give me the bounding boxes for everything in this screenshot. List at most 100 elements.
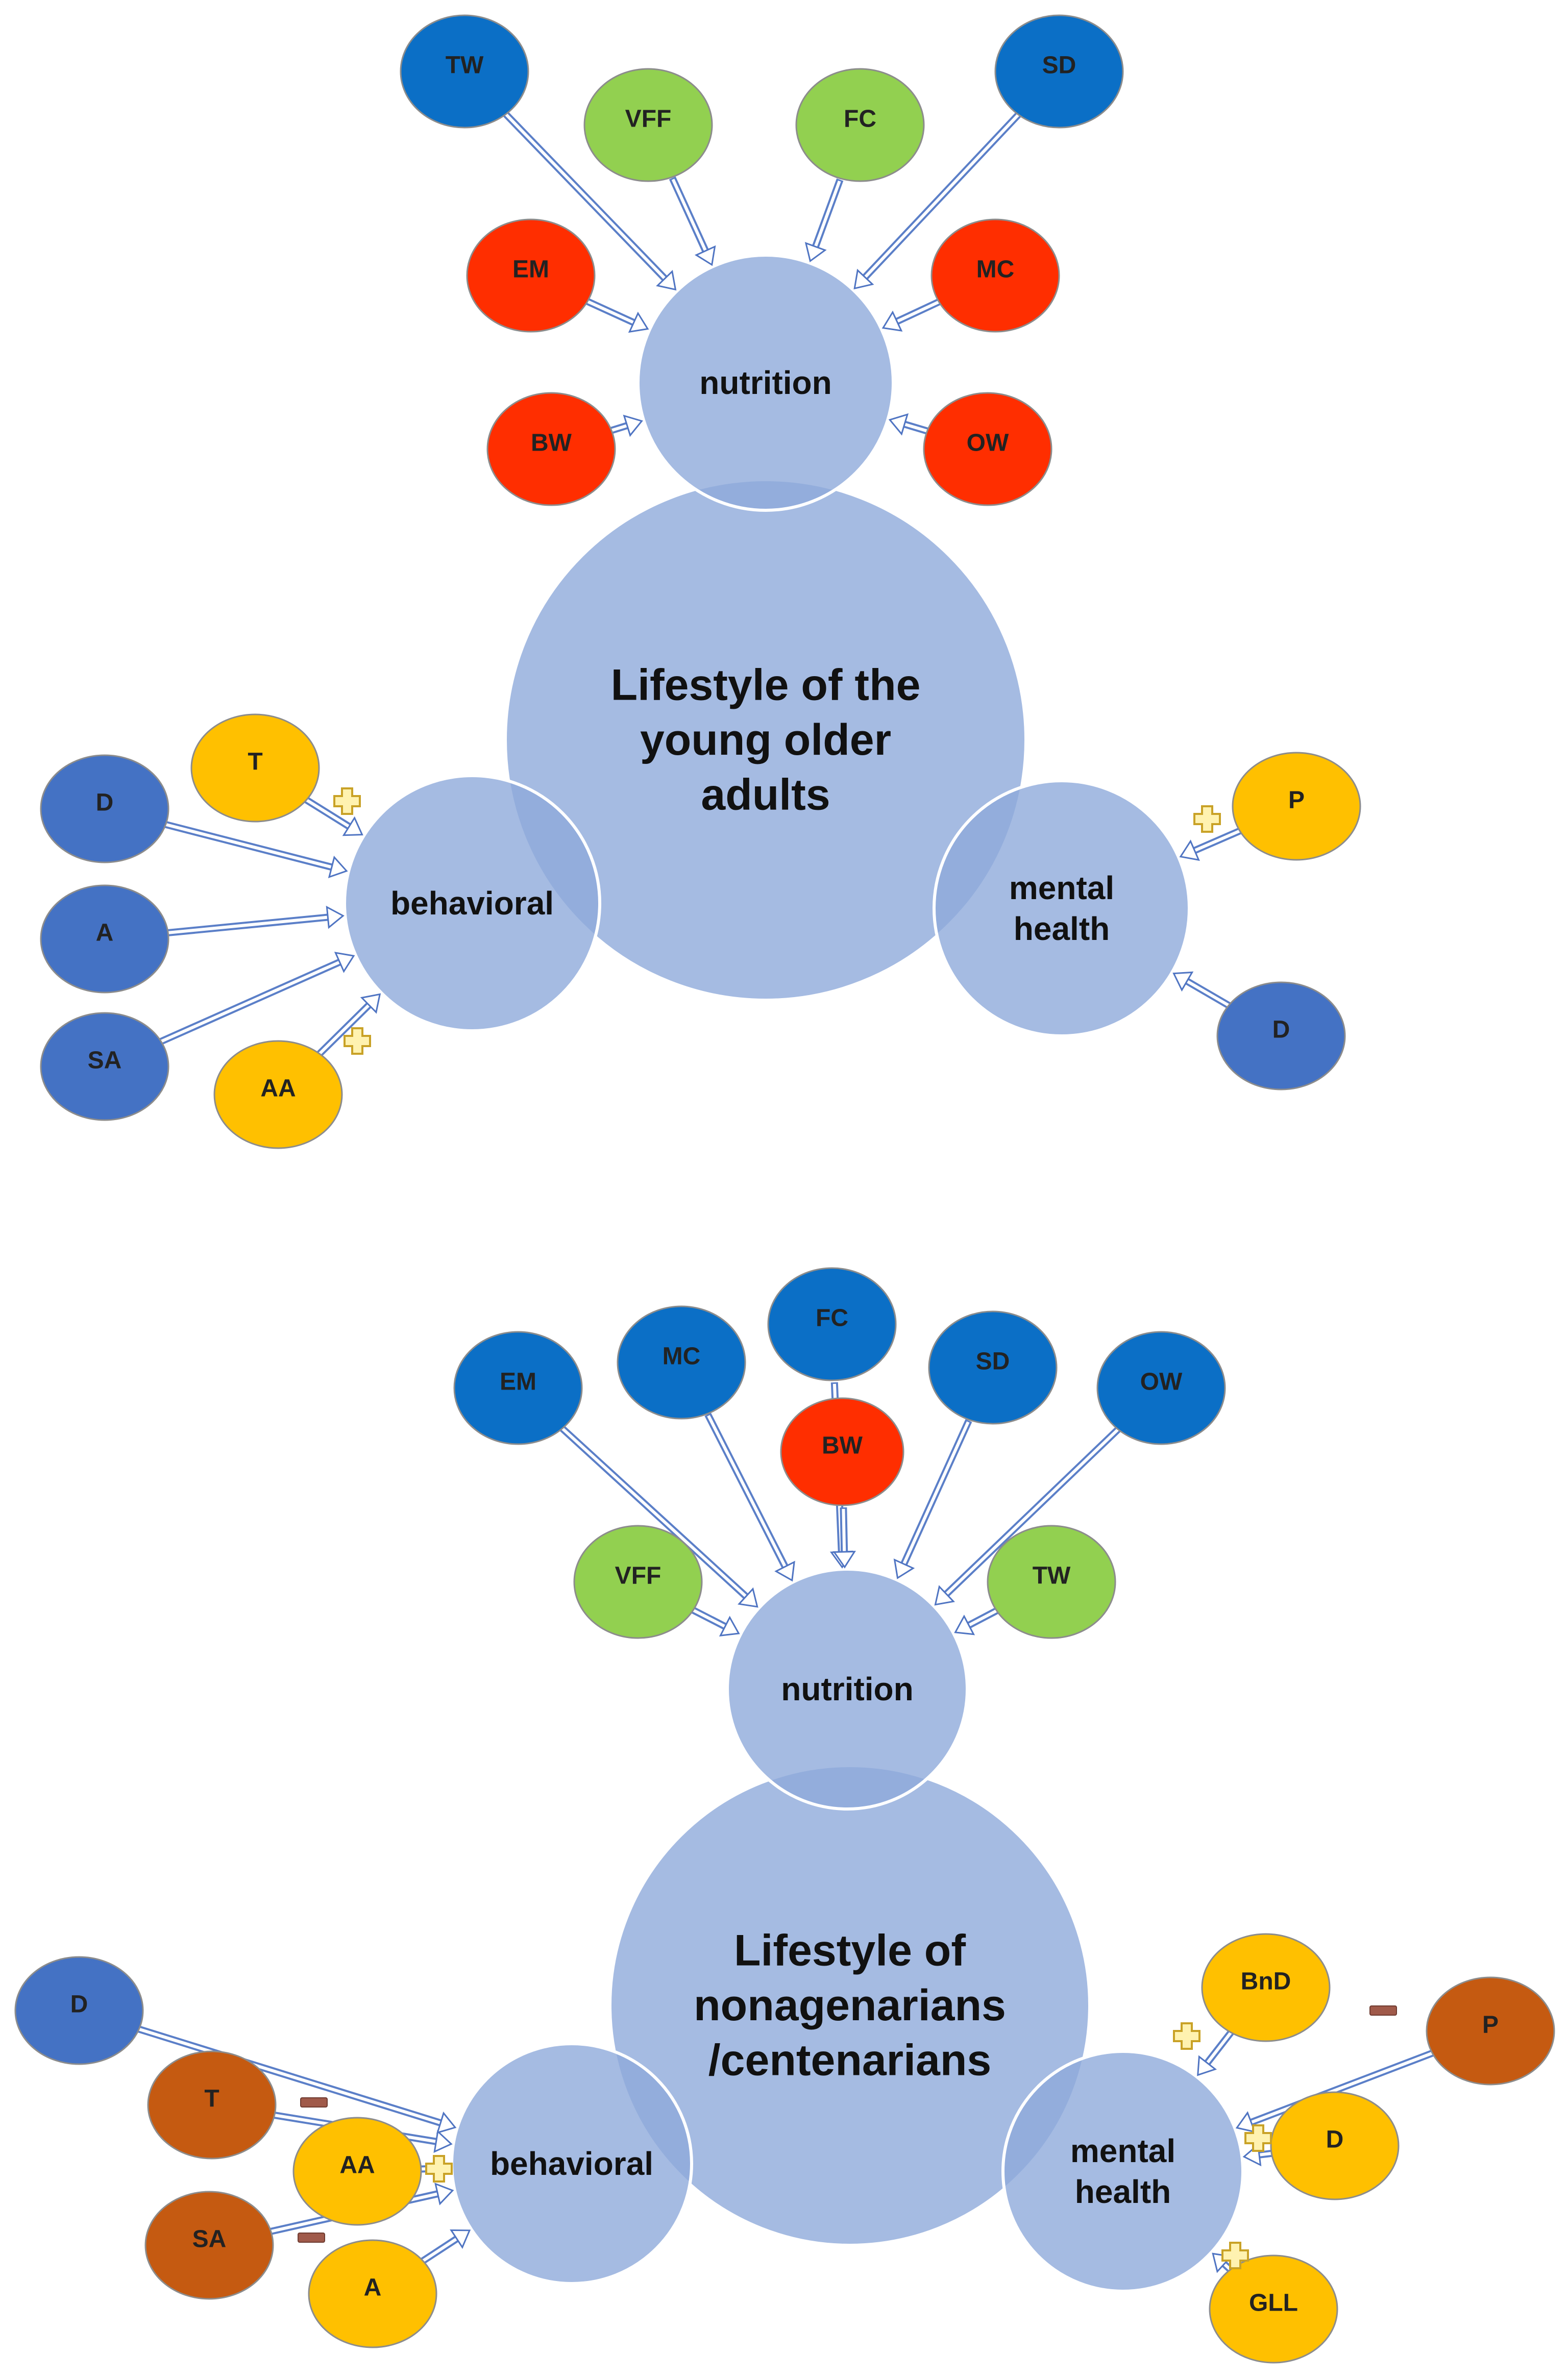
arrow-d-to-mental <box>1172 971 1235 1011</box>
arrow-fc-to-nutrition <box>804 178 844 263</box>
factor-label: EM <box>500 1369 536 1396</box>
minus-icon <box>1369 2005 1397 2016</box>
factor-node-bw <box>780 1397 904 1506</box>
factor-node-sd <box>928 1310 1058 1425</box>
arrow-vff-to-nutrition <box>669 176 716 266</box>
arrow-bnd-to-mental <box>1197 2029 1235 2076</box>
factor-node-t <box>190 713 320 823</box>
factor-node-mc <box>617 1305 746 1420</box>
factor-node-vff <box>573 1525 703 1639</box>
arrow-d-to-behavioral <box>131 2023 457 2134</box>
factor-node-fc <box>795 68 925 182</box>
factor-label: T <box>204 2086 219 2113</box>
factor-node-sa <box>40 1012 169 1121</box>
arrow-t-to-behavioral <box>300 794 363 836</box>
factor-node-d <box>1216 981 1346 1090</box>
factor-node-ow <box>1096 1331 1226 1445</box>
factor-node-t <box>147 2050 277 2160</box>
factor-node-aa <box>213 1040 343 1149</box>
factor-node-sa <box>144 2191 274 2300</box>
factor-label: OW <box>967 430 1009 457</box>
behavioral-hub-circle <box>343 774 601 1032</box>
plus-icon <box>425 2155 453 2183</box>
nutrition-hub-circle <box>636 254 895 512</box>
factor-label: OW <box>1140 1369 1183 1396</box>
factor-label: BW <box>822 1432 863 1459</box>
arrow-bw-to-nutrition <box>832 1507 856 1569</box>
arrow-ow-to-nutrition <box>934 1425 1122 1606</box>
plus-icon <box>1221 2242 1249 2269</box>
factor-label: D <box>1326 2126 1344 2153</box>
arrow-mc-to-nutrition <box>881 296 944 332</box>
plus-icon <box>344 1027 371 1055</box>
factor-node-bnd <box>1201 1933 1331 2042</box>
behavioral-hub-label: behavioral <box>490 2145 653 2182</box>
main-title: adults <box>701 771 830 820</box>
factor-label: FC <box>844 106 876 133</box>
factor-label: T <box>248 749 262 776</box>
factor-label: A <box>364 2274 382 2301</box>
arrow-aa-to-behavioral <box>315 993 381 1058</box>
nutrition-hub-label: nutrition <box>781 1671 913 1707</box>
factor-label: GLL <box>1249 2290 1298 2317</box>
behavioral-hub-label: behavioral <box>390 885 554 922</box>
factor-node-tw <box>400 14 529 129</box>
factor-label: MC <box>976 256 1015 283</box>
factor-node-d <box>1270 2091 1400 2200</box>
factor-node-fc <box>767 1267 897 1381</box>
factor-label: VFF <box>625 106 672 133</box>
arrow-tw-to-nutrition <box>502 111 677 291</box>
factor-label: MC <box>663 1343 701 1370</box>
factor-node-em <box>466 218 596 333</box>
factor-label: D <box>96 789 114 816</box>
mental-hub-label: mental <box>1070 2133 1175 2169</box>
arrow-a-to-behavioral <box>417 2229 471 2267</box>
arrow-sd-to-nutrition <box>893 1419 972 1579</box>
factor-node-a <box>308 2239 437 2348</box>
arrow-sa-to-behavioral <box>154 952 355 1048</box>
factor-label: P <box>1288 787 1305 814</box>
arrow-ow-to-nutrition <box>888 413 933 436</box>
factor-label: A <box>96 920 114 947</box>
factor-node-a <box>40 884 169 994</box>
mental-hub-label: health <box>1014 910 1110 947</box>
main-title: Lifestyle of the <box>611 661 921 710</box>
nutrition-hub-label: nutrition <box>699 364 831 401</box>
arrow-em-to-nutrition <box>558 1424 758 1608</box>
minus-icon <box>298 2233 325 2243</box>
factor-node-ow <box>923 392 1052 506</box>
factor-node-d <box>14 1956 144 2065</box>
mental-hub-label: health <box>1075 2173 1171 2210</box>
factor-label: FC <box>816 1305 848 1332</box>
plus-icon <box>1244 2124 1272 2152</box>
arrow-sd-to-nutrition <box>853 111 1022 290</box>
factor-node-p <box>1426 1976 1555 2086</box>
factor-node-sd <box>994 14 1124 129</box>
arrow-mc-to-nutrition <box>704 1412 795 1582</box>
factor-label: BnD <box>1241 1968 1291 1995</box>
arrow-p-to-mental <box>1235 2047 1440 2133</box>
factor-node-p <box>1232 752 1361 861</box>
main-title: young older <box>640 715 891 764</box>
factor-label: P <box>1482 2012 1499 2039</box>
factor-label: AA <box>339 2152 375 2179</box>
factor-label: BW <box>531 430 572 457</box>
factor-node-gll <box>1209 2254 1338 2364</box>
factor-label: SA <box>88 1047 122 1074</box>
arrow-tw-to-nutrition <box>954 1605 1002 1635</box>
factor-node-aa <box>292 2117 422 2226</box>
factor-label: SA <box>192 2226 227 2253</box>
factor-label: D <box>70 1991 88 2018</box>
factor-node-em <box>453 1331 583 1445</box>
factor-node-mc <box>930 218 1060 333</box>
arrow-vff-to-nutrition <box>688 1605 740 1637</box>
mental-hub-circle <box>933 779 1191 1037</box>
factor-label: VFF <box>615 1563 662 1590</box>
arrow-em-to-nutrition <box>582 296 649 333</box>
factor-node-vff <box>583 68 713 182</box>
plus-icon <box>1173 2022 1200 2050</box>
factor-label: TW <box>446 52 484 79</box>
arrow-p-to-mental <box>1179 825 1247 861</box>
plus-icon <box>1193 805 1221 833</box>
